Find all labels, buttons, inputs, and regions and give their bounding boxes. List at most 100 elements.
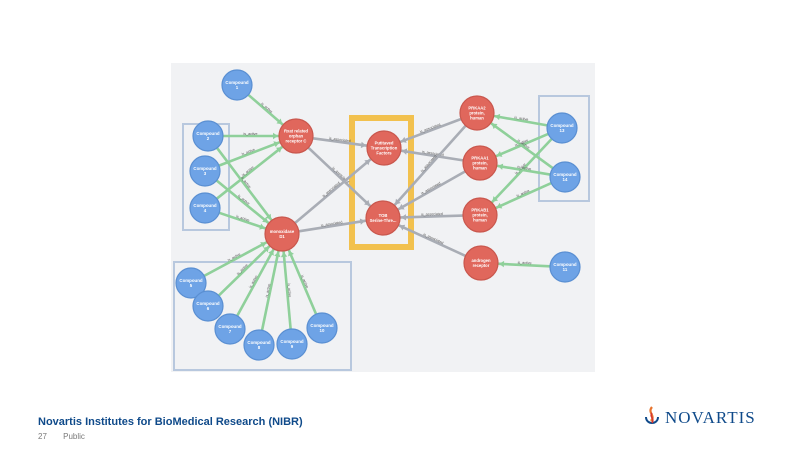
edge-arrowhead xyxy=(265,213,272,220)
node-circle[interactable] xyxy=(243,329,275,361)
edge-line xyxy=(247,93,284,126)
node-label: 11 xyxy=(563,267,568,272)
node-label: 13 xyxy=(560,128,565,133)
edge-label: is_active xyxy=(240,176,252,190)
edge-arrowhead xyxy=(262,216,269,223)
target-node-t_serine[interactable]: TOBSerine-Thre... xyxy=(365,200,401,236)
node-circle[interactable] xyxy=(192,120,224,152)
page-number: 27 xyxy=(38,432,47,441)
node-label: protein, xyxy=(472,160,487,165)
node-label: human xyxy=(473,218,487,223)
node-circle[interactable] xyxy=(462,145,498,181)
node-label: 4 xyxy=(204,208,207,213)
node-circle[interactable] xyxy=(189,155,221,187)
edge-arrowhead xyxy=(263,246,270,253)
edge-arrowhead xyxy=(496,202,503,209)
edge-line xyxy=(282,250,292,331)
edge-line xyxy=(217,245,271,297)
edge-label: is_active xyxy=(248,275,258,289)
node-circle[interactable] xyxy=(175,267,207,299)
node-label: 1 xyxy=(236,85,239,90)
node-layer: Compound1Compound2Compound3Compound4Comp… xyxy=(175,69,581,361)
node-circle[interactable] xyxy=(366,130,402,166)
node-circle[interactable] xyxy=(546,112,578,144)
edge-line xyxy=(311,136,368,147)
node-circle[interactable] xyxy=(214,313,246,345)
edge-label: is_active xyxy=(287,283,292,297)
edge-line xyxy=(215,179,270,224)
node-circle[interactable] xyxy=(549,161,581,193)
node-circle[interactable] xyxy=(462,197,498,233)
node-label: 10 xyxy=(320,328,325,333)
edge-arrowhead xyxy=(395,198,401,205)
node-label: Compound xyxy=(193,166,216,171)
node-circle[interactable] xyxy=(192,290,224,322)
edge-label: is_associated xyxy=(422,150,444,157)
node-label: PRKAB1 xyxy=(471,207,489,212)
edge-label: is_active xyxy=(241,148,255,157)
node-label: 8 xyxy=(258,345,261,350)
edge-active-c13-t_prkaa2: is_active xyxy=(493,113,549,127)
node-label: Compound xyxy=(310,323,333,328)
node-circle[interactable] xyxy=(365,200,401,236)
node-circle[interactable] xyxy=(264,216,300,252)
node-circle[interactable] xyxy=(463,245,499,281)
edge-arrowhead xyxy=(497,163,504,170)
node-circle[interactable] xyxy=(221,69,253,101)
node-label: receptor xyxy=(473,263,490,268)
edge-label: is_active xyxy=(514,138,528,147)
edge-label: is_associated xyxy=(322,181,341,198)
edge-associated-t_prkaa1-t_putative: is_associated xyxy=(400,148,465,162)
edge-label: is_active xyxy=(236,214,251,222)
node-label: PRKAA2 xyxy=(468,105,486,110)
node-circle[interactable] xyxy=(549,251,581,283)
edge-arrowhead xyxy=(494,113,501,121)
node-circle[interactable] xyxy=(459,95,495,131)
node-circle[interactable] xyxy=(189,192,221,224)
node-label: receptor C xyxy=(286,139,307,144)
node-circle[interactable] xyxy=(276,328,308,360)
edge-layer: is_active is_active is_active is_active is_a… xyxy=(202,93,555,332)
edge-label: is_active xyxy=(300,274,309,288)
network-graph: is_active is_active is_active is_active is_a… xyxy=(173,69,590,371)
edge-arrowhead xyxy=(260,242,267,248)
edge-line xyxy=(497,262,552,268)
node-label: human xyxy=(473,166,487,171)
node-label: Compound xyxy=(179,278,202,283)
edge-arrowhead xyxy=(364,159,371,166)
edge-line xyxy=(398,224,467,258)
node-label: 7 xyxy=(229,329,232,334)
novartis-wordmark: NOVARTIS xyxy=(665,408,756,427)
node-circle[interactable] xyxy=(306,312,338,344)
node-label: TOB xyxy=(379,213,388,218)
node-label: 3 xyxy=(204,171,207,176)
node-label: Rxat related xyxy=(284,128,308,133)
node-circle[interactable] xyxy=(278,118,314,154)
edge-arrowhead xyxy=(399,224,406,231)
edge-line xyxy=(399,117,463,143)
node-label: monoxidase xyxy=(270,229,295,234)
edge-line xyxy=(297,219,367,233)
edge-line xyxy=(202,241,268,278)
edge-label: is_associated xyxy=(329,136,351,143)
